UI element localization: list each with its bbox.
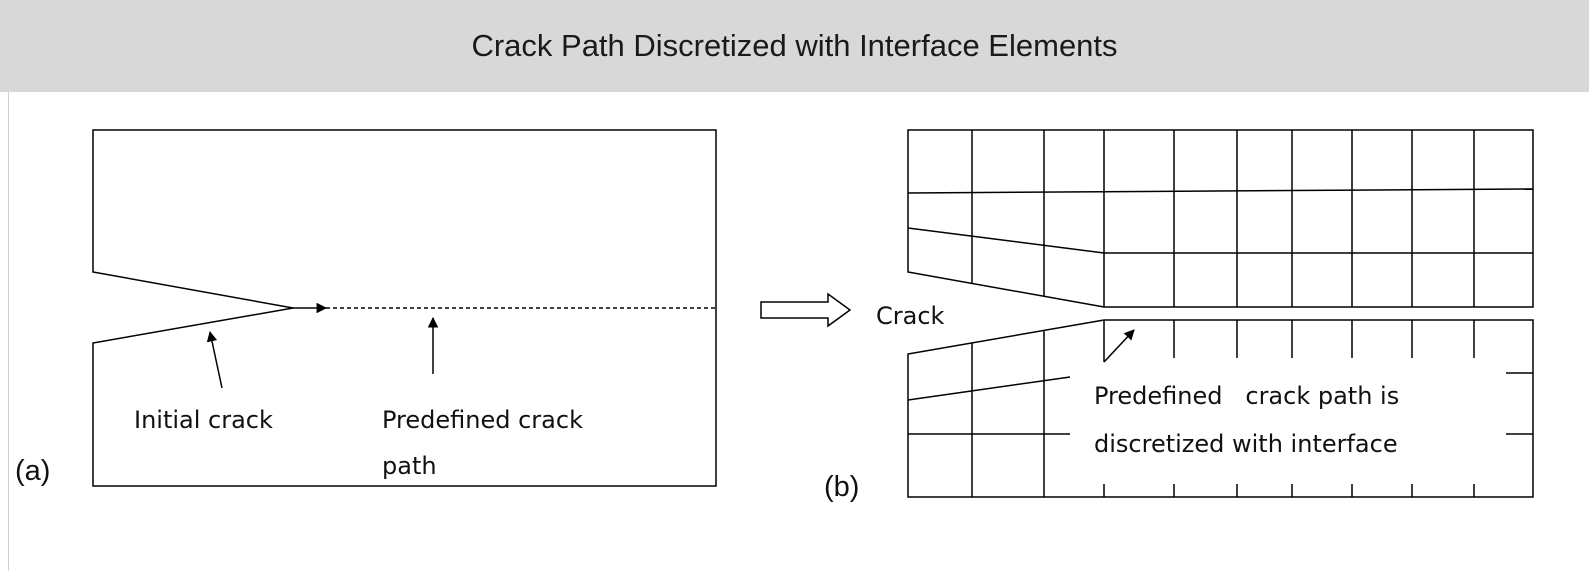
transition-arrow bbox=[760, 292, 852, 328]
panel-a: Initial crack Predefined crack path (a) bbox=[15, 129, 717, 487]
upper-mesh-lines bbox=[907, 130, 1534, 307]
initial-crack-pointer-arrow bbox=[206, 330, 223, 389]
initial-crack-label: Initial crack bbox=[134, 406, 273, 434]
left-border bbox=[8, 92, 9, 571]
lower-mesh-lines bbox=[907, 320, 1533, 497]
panel-a-tag: (a) bbox=[15, 455, 50, 487]
interface-pointer-arrow bbox=[1103, 329, 1135, 363]
panel-b-tag: (b) bbox=[824, 471, 859, 503]
crack-label: Crack bbox=[876, 302, 945, 330]
predefined-path-label-line2: path bbox=[382, 452, 437, 480]
page-title: Crack Path Discretized with Interface El… bbox=[471, 28, 1118, 63]
specimen-outline-a bbox=[92, 129, 717, 487]
interface-label-line1: Predefined crack path is bbox=[1094, 382, 1399, 410]
panel-b: Crack Predefined crack path is discretiz… bbox=[824, 129, 1534, 503]
interface-label-line2: discretized with interface bbox=[1094, 430, 1398, 458]
predefined-path-label-line1: Predefined crack bbox=[382, 406, 583, 434]
lower-mesh-outline bbox=[907, 319, 1534, 498]
upper-mesh-outline bbox=[907, 129, 1534, 308]
title-bar: Crack Path Discretized with Interface El… bbox=[0, 0, 1589, 92]
